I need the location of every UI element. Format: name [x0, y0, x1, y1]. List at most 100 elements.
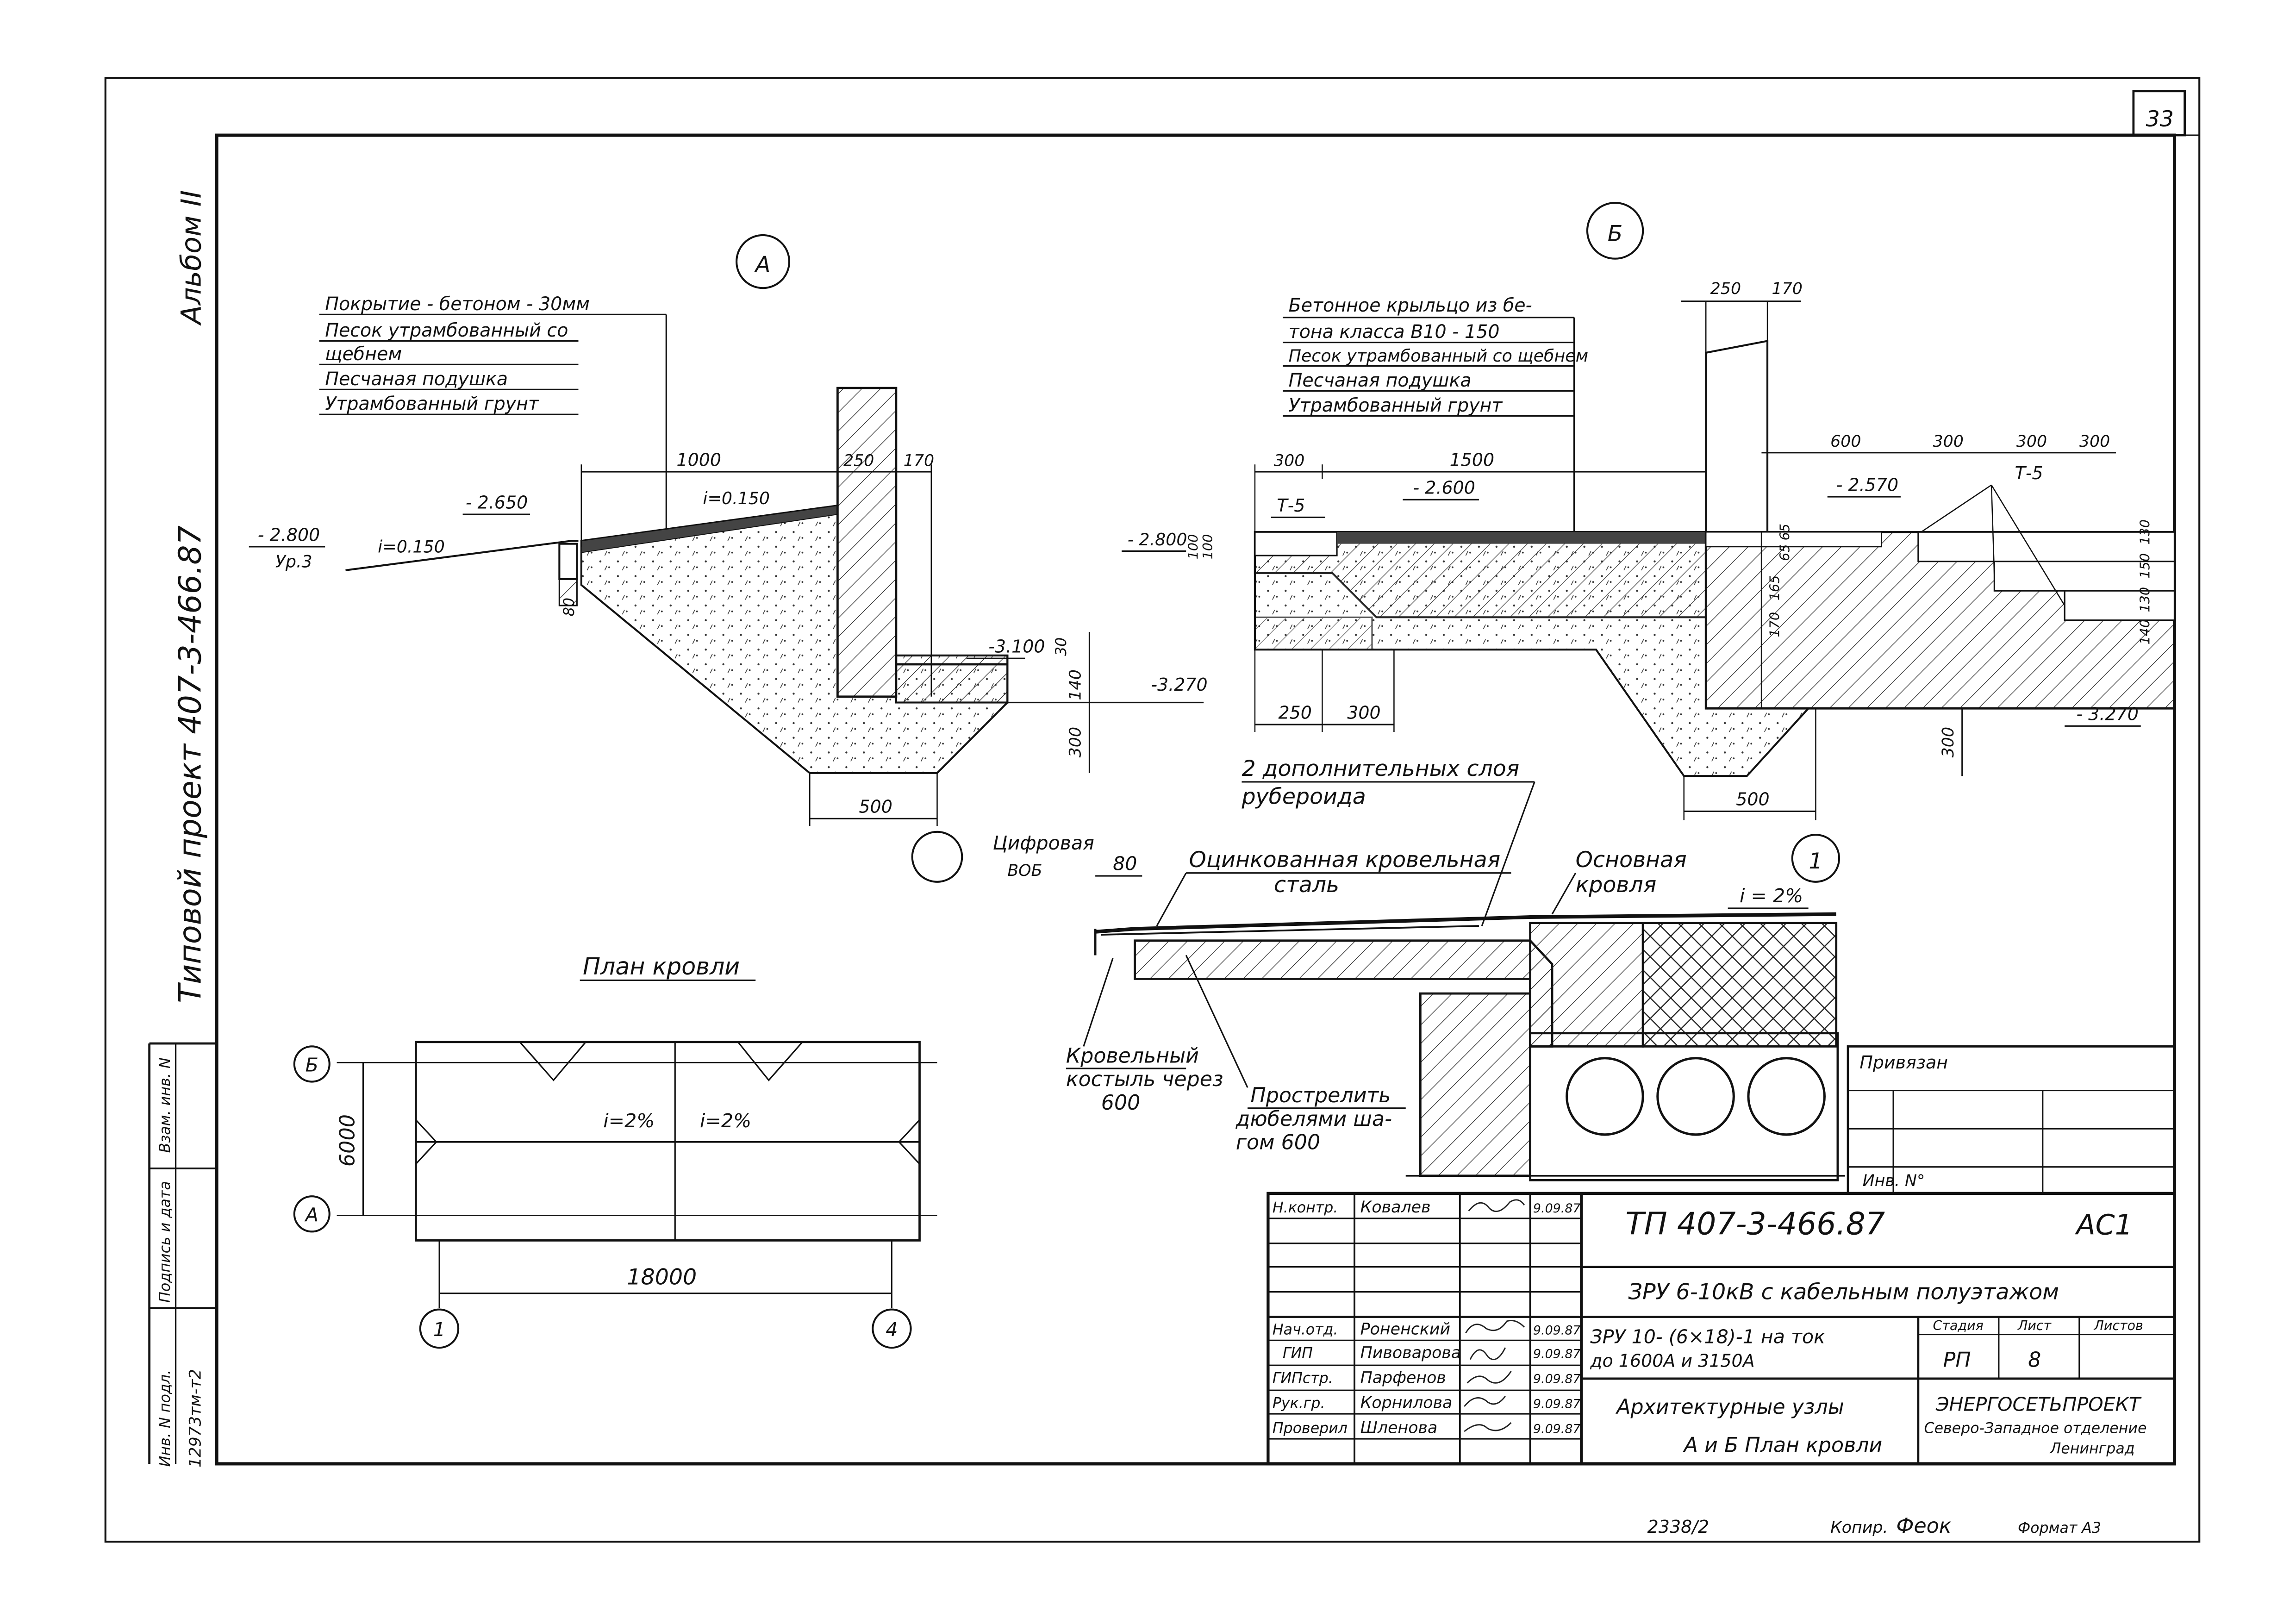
svg-text:300: 300 [1939, 727, 1958, 758]
svg-text:250: 250 [1279, 702, 1312, 723]
svg-text:80: 80 [1113, 852, 1137, 874]
svg-text:Т-5: Т-5 [2015, 463, 2043, 483]
outer-frame [104, 77, 2201, 1543]
svg-text:- 2.600: - 2.600 [1413, 478, 1475, 498]
svg-text:150: 150 [2138, 553, 2153, 579]
svg-text:170: 170 [1767, 612, 1782, 637]
svg-text:Цифровая: Цифровая [993, 832, 1094, 854]
svg-text:Листов: Листов [2093, 1318, 2143, 1333]
sheet-code: АС1 [2075, 1209, 2133, 1242]
detail-b: Б Бетонное крыльцо из бе- тона класса В1… [1122, 202, 2176, 820]
svg-text:кровля: кровля [1576, 872, 1657, 898]
svg-text:2338/2: 2338/2 [1647, 1517, 1710, 1537]
svg-text:до 1600А и 3150А: до 1600А и 3150А [1590, 1350, 1754, 1371]
svg-text:Ковалев: Ковалев [1360, 1198, 1431, 1217]
page-number-box [2132, 90, 2186, 137]
svg-text:Шленова: Шленова [1360, 1418, 1438, 1437]
svg-text:Копир.: Копир. [1830, 1518, 1888, 1537]
project-label: Типовой проект 407-3-466.87 [172, 525, 208, 1003]
svg-text:сталь: сталь [1274, 872, 1339, 898]
svg-text:Утрамбованный грунт: Утрамбованный грунт [1289, 395, 1504, 416]
svg-text:600: 600 [1830, 432, 1861, 451]
svg-text:9.09.87: 9.09.87 [1533, 1422, 1581, 1436]
svg-text:ГИПстр.: ГИПстр. [1273, 1370, 1333, 1387]
svg-text:Песчаная подушка: Песчаная подушка [1289, 370, 1472, 391]
detail-a: А Покрытие - бетоном - 30мм Песок утрамб… [249, 234, 1208, 826]
detail-b-marker [1586, 202, 1644, 260]
svg-text:300: 300 [1933, 432, 1964, 451]
svg-text:рубероида: рубероида [1241, 784, 1366, 809]
svg-text:300: 300 [1274, 451, 1304, 470]
svg-text:Песок утрамбованный со: Песок утрамбованный со [325, 320, 568, 341]
svg-text:i=0.150: i=0.150 [378, 537, 445, 557]
svg-text:Инв. N°: Инв. N° [1863, 1172, 1925, 1190]
svg-text:- 3.270: - 3.270 [2077, 704, 2139, 725]
podpis-label: Подпись и дата [157, 1181, 174, 1303]
svg-text:-3.270: -3.270 [1151, 675, 1207, 695]
svg-text:1: 1 [1809, 849, 1822, 874]
svg-text:6000: 6000 [336, 1114, 360, 1167]
detail-a-label: А [754, 252, 770, 277]
svg-text:Оцинкованная кровельная: Оцинкованная кровельная [1189, 847, 1501, 873]
svg-text:i = 2%: i = 2% [1740, 885, 1803, 907]
svg-text:костыль через: костыль через [1066, 1068, 1223, 1091]
svg-text:ЗРУ 10- (6×18)-1 на ток: ЗРУ 10- (6×18)-1 на ток [1590, 1326, 1825, 1348]
roof-detail: 2 дополнительных слоя рубероида Цифровая… [911, 756, 1845, 1181]
svg-text:РП: РП [1943, 1348, 1971, 1372]
svg-text:Пивоварова: Пивоварова [1360, 1343, 1461, 1362]
svg-text:Основная: Основная [1576, 847, 1687, 873]
svg-text:300: 300 [2079, 432, 2110, 451]
svg-text:80: 80 [561, 598, 578, 616]
svg-text:Стадия: Стадия [1933, 1318, 1984, 1333]
svg-text:Корнилова: Корнилова [1360, 1393, 1453, 1412]
svg-text:Ленинград: Ленинград [2050, 1441, 2135, 1457]
svg-text:Бетонное крыльцо из бе-: Бетонное крыльцо из бе- [1289, 295, 1532, 316]
title-block [1267, 1192, 2176, 1466]
svg-text:Рук.гр.: Рук.гр. [1273, 1395, 1325, 1412]
svg-text:Т-5: Т-5 [1277, 495, 1305, 516]
svg-text:250: 250 [1710, 280, 1741, 298]
svg-text:300: 300 [1067, 727, 1085, 758]
svg-text:9.09.87: 9.09.87 [1533, 1397, 1581, 1411]
digital-marker [911, 831, 963, 883]
svg-text:170: 170 [1772, 280, 1803, 298]
doc-code: ТП 407-3-466.87 [1625, 1206, 1885, 1242]
svg-text:Нач.отд.: Нач.отд. [1273, 1322, 1338, 1338]
svg-text:130: 130 [2138, 519, 2153, 545]
svg-text:Н.контр.: Н.контр. [1273, 1199, 1338, 1216]
svg-text:щебнем: щебнем [325, 344, 402, 365]
svg-text:Привязан: Привязан [1859, 1052, 1948, 1073]
svg-text:ЭНЕРГОСЕТЬПРОЕКТ: ЭНЕРГОСЕТЬПРОЕКТ [1935, 1393, 2142, 1416]
svg-text:- 2.800: - 2.800 [1128, 530, 1187, 550]
svg-text:9.09.87: 9.09.87 [1533, 1324, 1581, 1338]
svg-text:дюбелями ша-: дюбелями ша- [1235, 1107, 1392, 1131]
svg-text:Прострелить: Прострелить [1250, 1084, 1391, 1107]
page-number: 33 [2146, 106, 2174, 132]
svg-text:Феок: Феок [1896, 1514, 1951, 1538]
svg-text:9.09.87: 9.09.87 [1533, 1201, 1581, 1216]
svg-text:Кровельный: Кровельный [1066, 1044, 1199, 1068]
svg-text:Ур.3: Ур.3 [275, 551, 312, 571]
signatures [1464, 1199, 1525, 1432]
svg-text:Формат А3: Формат А3 [2018, 1520, 2101, 1537]
svg-text:Северо-Западное отделение: Северо-Западное отделение [1924, 1420, 2147, 1437]
svg-text:4: 4 [886, 1318, 898, 1341]
svg-text:i=2%: i=2% [700, 1110, 751, 1132]
svg-text:А: А [304, 1204, 318, 1226]
svg-text:2 дополнительных слоя: 2 дополнительных слоя [1242, 756, 1519, 781]
svg-text:65: 65 [1778, 544, 1793, 561]
svg-text:100: 100 [1186, 534, 1201, 560]
inv-podl-value: 12973тм-т2 [186, 1369, 205, 1468]
svg-text:Песок утрамбованный со щебнем: Песок утрамбованный со щебнем [1289, 346, 1588, 366]
inner-frame [215, 133, 2176, 1466]
svg-text:170: 170 [904, 451, 934, 470]
svg-text:Б: Б [306, 1054, 318, 1076]
svg-text:ВОБ: ВОБ [1007, 862, 1042, 880]
vzam-label: Взам. инв. N [157, 1057, 174, 1153]
roof-plan: План кровли Б А 6000 i=2% i=2% 18000 1 4 [293, 953, 937, 1349]
svg-text:Парфенов: Парфенов [1360, 1368, 1446, 1387]
svg-text:140: 140 [1067, 669, 1085, 700]
svg-text:300: 300 [1347, 702, 1380, 723]
svg-text:1500: 1500 [1450, 450, 1495, 470]
